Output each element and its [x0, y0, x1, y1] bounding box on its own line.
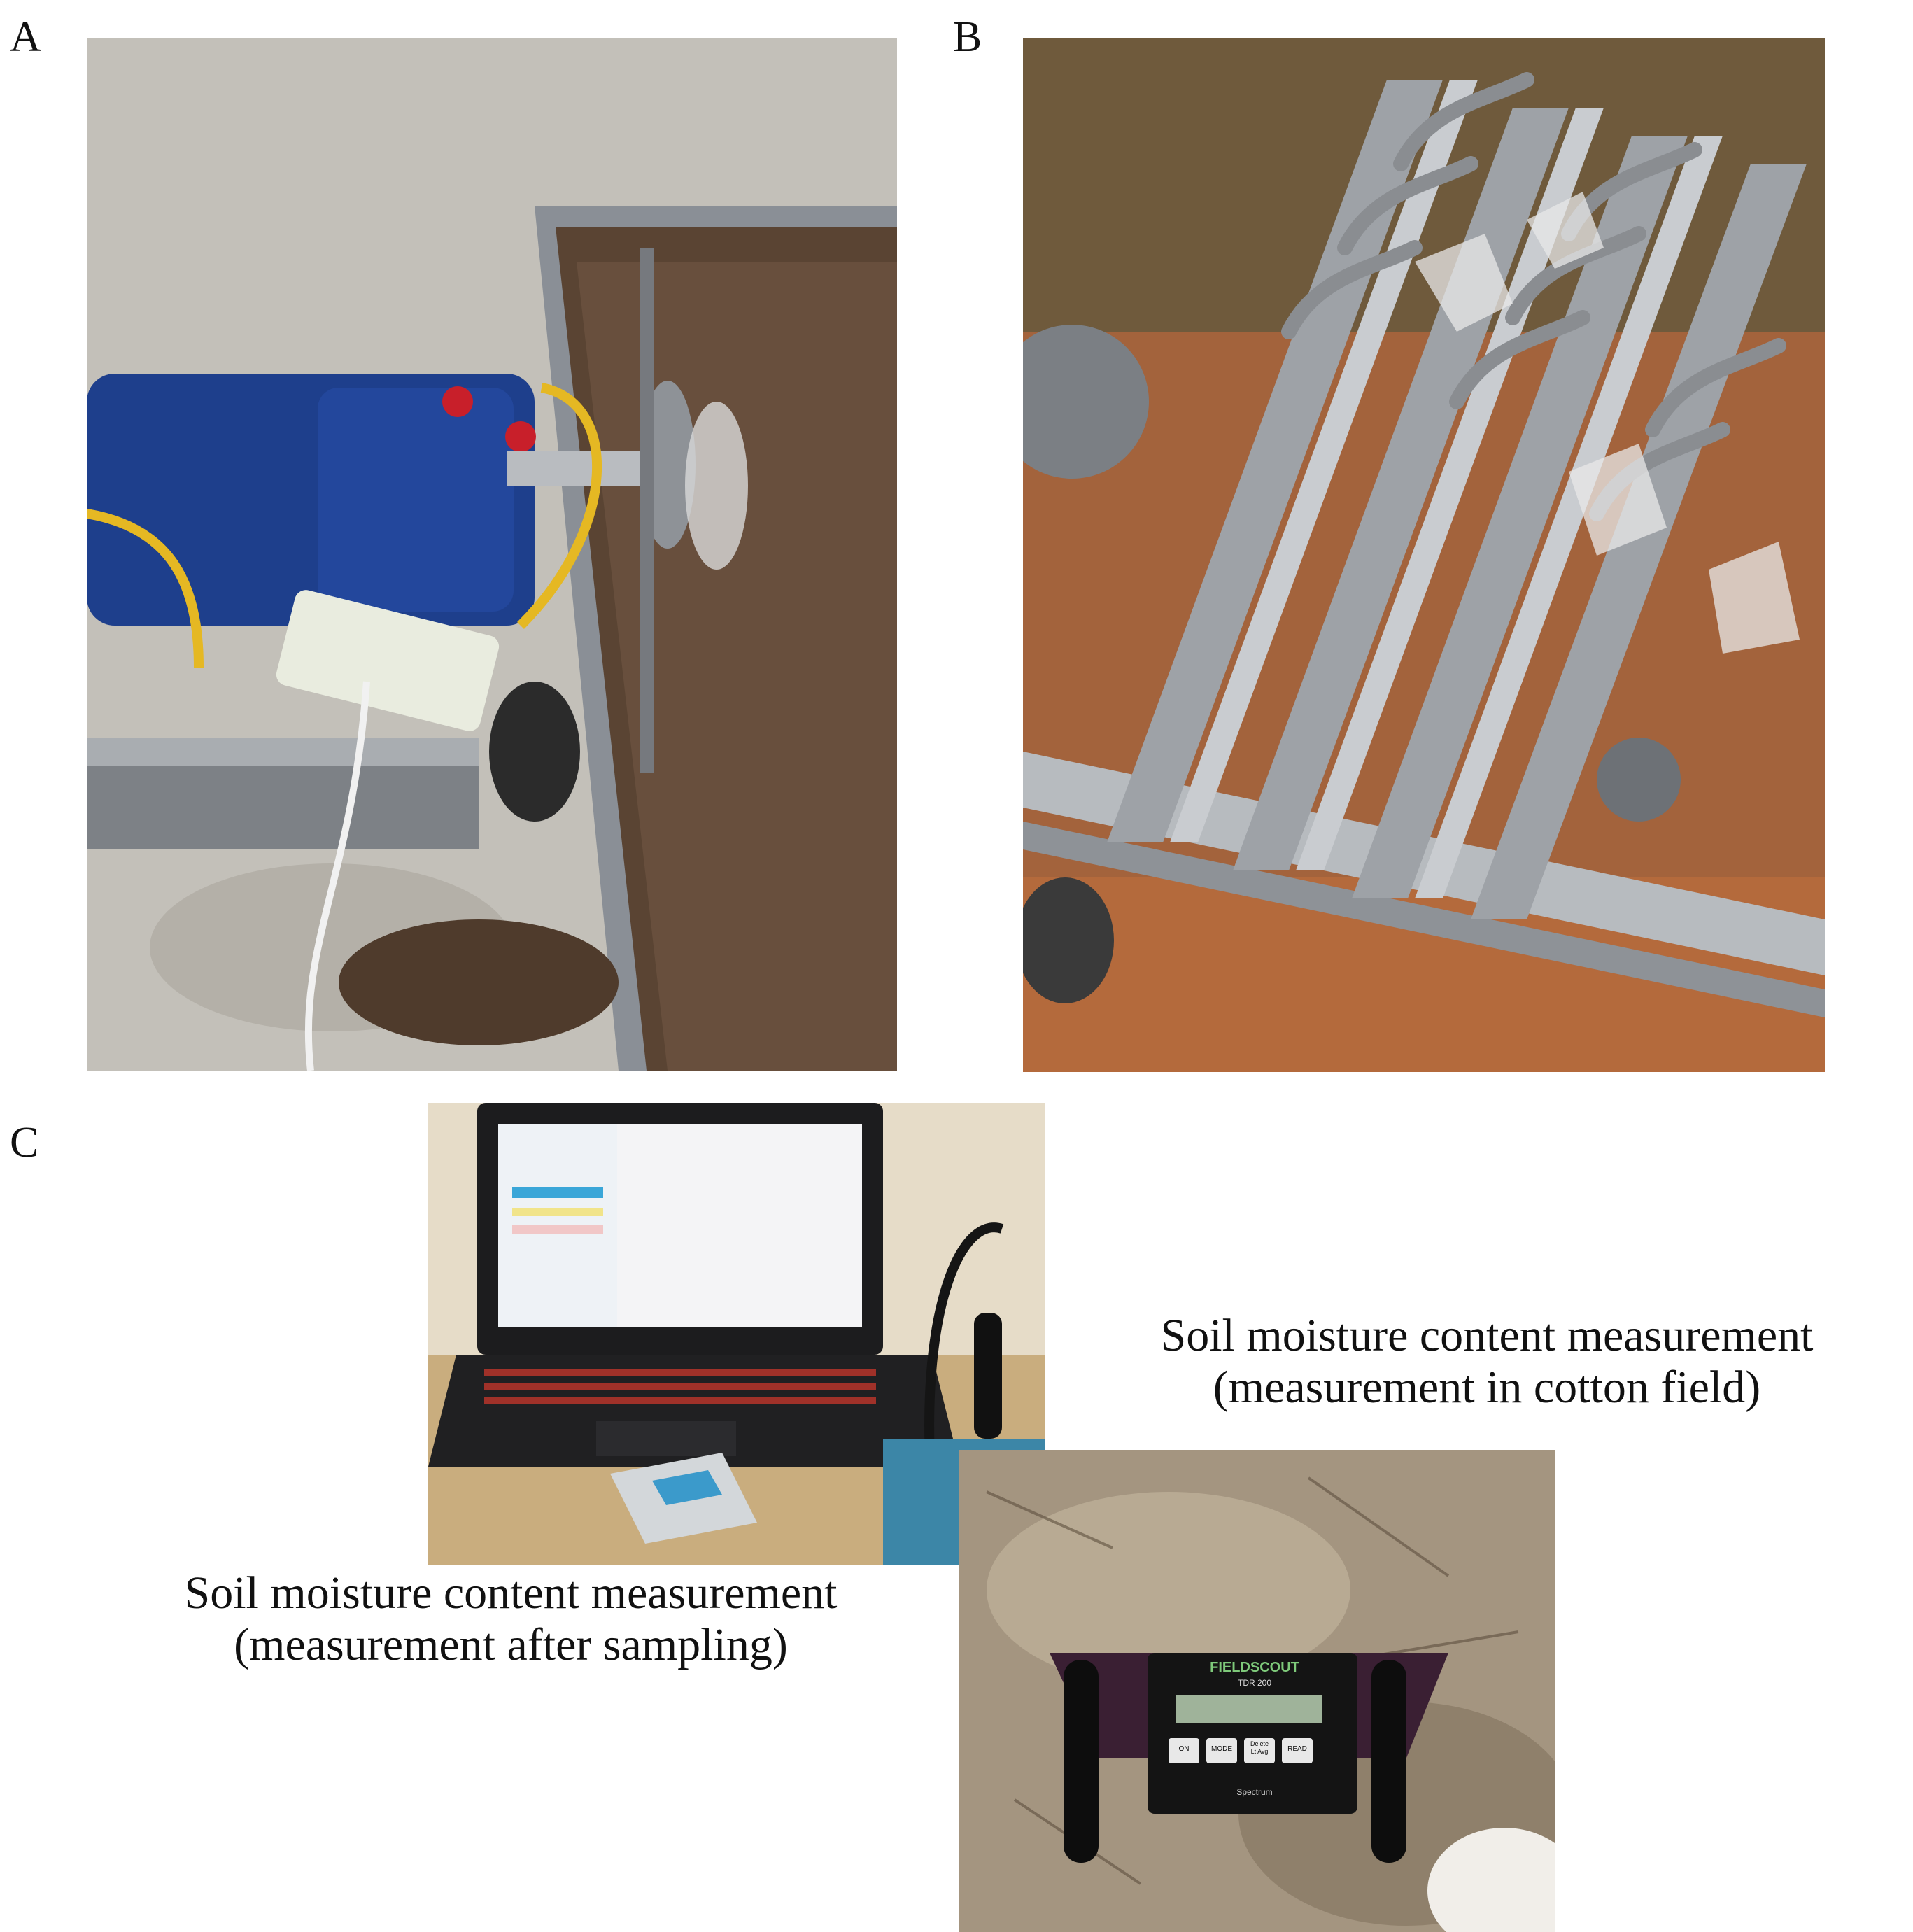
caption-cotton-field: Soil moisture content measurement (measu…	[1071, 1310, 1903, 1413]
photo-tdr-meter-field: FIELDSCOUT TDR 200 ON MODE Delete Lt Avg…	[959, 1450, 1555, 1932]
caption-after-sampling-line2: (measurement after sampling)	[234, 1619, 788, 1670]
device-button-on: ON	[1178, 1745, 1190, 1753]
device-brand-label: FIELDSCOUT	[1210, 1660, 1299, 1675]
device-maker-label: Spectrum	[1236, 1787, 1273, 1797]
device-button-delete: Delete Lt Avg	[1250, 1740, 1269, 1755]
photo-residual-film-picker	[1023, 38, 1825, 1072]
caption-after-sampling: Soil moisture content measurement (measu…	[91, 1567, 931, 1671]
device-model-label: TDR 200	[1237, 1678, 1272, 1688]
panel-label-b: B	[953, 13, 982, 61]
photo-test-bench	[87, 38, 897, 1071]
caption-cotton-field-line2: (measurement in cotton field)	[1213, 1361, 1761, 1413]
panel-label-c: C	[10, 1119, 39, 1166]
device-button-mode: MODE	[1211, 1745, 1232, 1753]
caption-cotton-field-line1: Soil moisture content measurement	[1160, 1310, 1814, 1361]
photo-laptop-sensor	[428, 1103, 1045, 1565]
panel-label-a: A	[10, 13, 41, 61]
device-button-read: READ	[1287, 1745, 1307, 1753]
caption-after-sampling-line1: Soil moisture content measurement	[184, 1567, 838, 1619]
